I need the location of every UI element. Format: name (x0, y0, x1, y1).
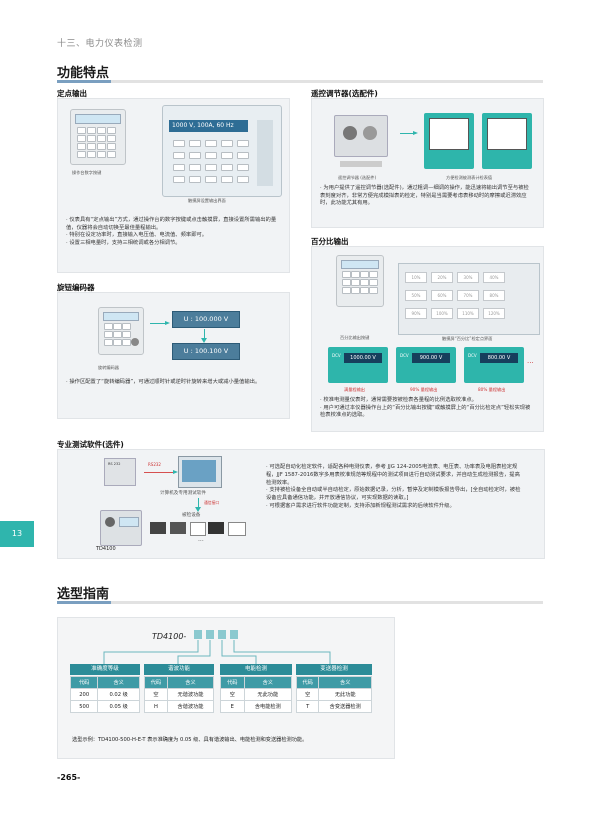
rs232-label: RS232 (148, 462, 161, 467)
devices-ellipsis: ... (198, 536, 204, 543)
percent-cell[interactable]: 80% (483, 290, 505, 301)
meter-under-test-icon (170, 522, 186, 534)
meter-under-test-icon (150, 522, 166, 534)
touchscreen-panel: 1000 V, 100A, 60 Hz (162, 105, 282, 197)
percent-cell[interactable]: 40% (483, 272, 505, 283)
percent-panel: 百分比输出按键 10% 20% 30% 40% 50% 60% 70% 80% … (311, 246, 544, 432)
percent-caption-left: 百分比输出按键 (340, 335, 370, 340)
keypad-caption: 操作台数字按键 (72, 170, 102, 175)
fixed-output-title: 定点输出 (57, 89, 87, 98)
features-section-title: 功能特点 (57, 66, 110, 81)
encoder-caption: 旋转编码器 (98, 365, 119, 370)
meter-under-test-icon (190, 522, 206, 536)
percent-cell[interactable]: 50% (405, 290, 427, 301)
chapter-side-tab: 13 (0, 521, 34, 547)
group-title-energy: 电能检测 (220, 664, 292, 675)
percent-device (336, 255, 384, 307)
connector-lines (103, 640, 331, 664)
screen-value: 1000 V, 100A, 60 Hz (169, 120, 248, 132)
remote-arrow-icon (400, 130, 418, 135)
meter-caption-2: 90% 量程输出 (410, 387, 438, 392)
rotary-bullets: · 操作区配置了“旋转编码器”，可通过顺时针或逆时针旋转来增大或减小量值输出。 (66, 379, 261, 385)
code-slot-energy (218, 630, 226, 639)
software-panel: RS 232 TD4100 RS232 计算机及专用测试软件 通信接口 被检设备… (57, 449, 545, 559)
touchscreen-caption: 触摸屏设置输出界面 (188, 198, 226, 203)
group-title-accuracy: 准确度等级 (70, 664, 140, 675)
code-slot-transmitter (230, 630, 238, 639)
meter-caption-3: 80% 量程输出 (478, 387, 506, 392)
digital-meter-1: DCV 1000.00 V (328, 347, 388, 383)
value-top: U : 100.000 V (172, 311, 240, 328)
percent-cell[interactable]: 30% (457, 272, 479, 283)
arrow-down-icon (201, 329, 208, 343)
keypad-device (70, 109, 126, 165)
selection-section-title: 选型指南 (57, 587, 110, 602)
percent-cell[interactable]: 120% (483, 308, 505, 319)
device-model: TD4100 (96, 546, 116, 552)
remote-adjuster-device (334, 115, 388, 157)
encoder-device (98, 307, 144, 355)
top-device: RS 232 (104, 458, 136, 486)
percent-cell[interactable]: 20% (431, 272, 453, 283)
fixed-output-panel: 操作台数字按键 1000 V, 100A, 60 Hz 触摸屏设置输出界面 · … (57, 98, 290, 273)
meter-under-test-icon (228, 522, 246, 536)
features-divider (57, 80, 543, 83)
code-slot-accuracy (194, 630, 202, 639)
value-bottom: U : 100.100 V (172, 343, 240, 360)
software-title: 专业测试软件(选件) (57, 440, 124, 449)
analog-meter-left (424, 113, 474, 169)
pc-caption: 计算机及专用测试软件 (160, 491, 206, 496)
meter-under-test-icon (208, 522, 224, 534)
remote-title: 遥控调节器(选配件) (311, 89, 378, 98)
remote-caption-left: 遥控调节器 (选配件) (338, 175, 377, 180)
chapter-title: 十三、电力仪表检测 (57, 39, 143, 49)
arrow-right-icon (150, 320, 170, 325)
percent-cell[interactable]: 70% (457, 290, 479, 301)
selection-divider (57, 601, 543, 604)
percent-cell[interactable]: 60% (431, 290, 453, 301)
devices-caption: 被检设备 (182, 513, 201, 518)
digital-meter-3: DCV 800.00 V (464, 347, 524, 383)
remote-caption-right: 方便检测被测表计检表值 (446, 175, 493, 180)
meters-ellipsis: ... (527, 357, 534, 365)
model-prefix: TD4100- (152, 632, 187, 641)
fixed-output-bullets: · 仪表具有“定点输出”方式，通过操作台的数字按键或点击触摸屏，直接设置所需输出… (66, 217, 277, 246)
rotary-title: 旋钮编码器 (57, 283, 95, 292)
percent-caption-right: 触摸屏“百分比”检定点界面 (442, 336, 493, 341)
remote-bullets: · 为用户提供了遥控调节器(选配件)，通过粗调—细调的操作，能迅速将输出调节至与… (320, 185, 529, 207)
rs232-arrow-icon (144, 469, 178, 474)
remote-panel: 遥控调节器 (选配件) 方便检测被测表计检表值 · 为用户提供了遥控调节器(选配… (311, 98, 544, 228)
software-bullets: · 可选配自动化检定软件，适配各种电测仪表，参考 JJG 124-2005电流表… (266, 464, 521, 509)
rotary-panel: 旋转编码器 U : 100.000 V U : 100.100 V · 操作区配… (57, 292, 290, 419)
lan-arrow-icon (195, 498, 202, 512)
percent-cell[interactable]: 10% (405, 272, 427, 283)
group-title-transmitter: 变送器检测 (296, 664, 372, 675)
percent-cell[interactable]: 100% (431, 308, 453, 319)
analog-meter-right (482, 113, 532, 169)
percent-title: 百分比输出 (311, 237, 349, 246)
percent-screen: 10% 20% 30% 40% 50% 60% 70% 80% 90% 100%… (398, 263, 540, 335)
selection-example: 选型示例：TD4100-500-H-E-T 表示准确度为 0.05 级、具有谐波… (72, 737, 308, 743)
page-number: -265- (57, 773, 81, 782)
meter-caption-1: 满量程输出 (344, 387, 365, 392)
code-slot-harmonic (206, 630, 214, 639)
digital-meter-2: DCV 900.00 V (396, 347, 456, 383)
percent-bullets: · 校准电测量仪表时，通常需要按被检表各量程的比例选取校准点。 · 用户可通过本… (320, 397, 531, 419)
percent-cell[interactable]: 90% (405, 308, 427, 319)
td4100-device (100, 510, 142, 546)
lan-label: 通信接口 (204, 500, 220, 505)
percent-cell[interactable]: 110% (457, 308, 479, 319)
group-title-harmonic: 谐波功能 (144, 664, 214, 675)
rotary-knob-icon (131, 338, 139, 346)
computer-icon (178, 456, 222, 488)
